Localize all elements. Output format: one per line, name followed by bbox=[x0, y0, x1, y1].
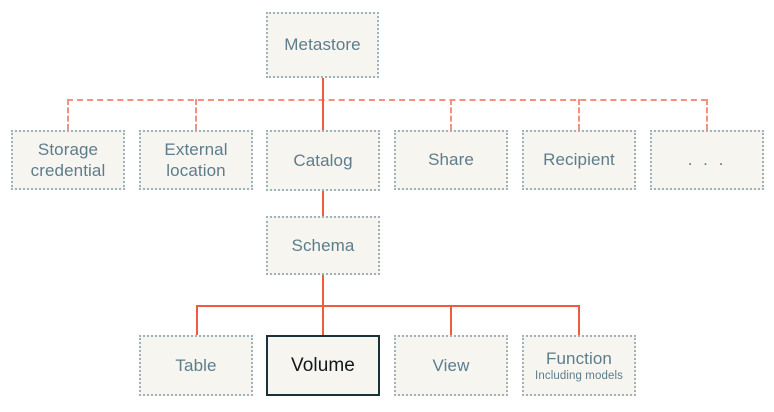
connector-drop-view bbox=[450, 305, 452, 335]
node-view-label: View bbox=[432, 355, 470, 375]
node-table[interactable]: Table bbox=[139, 335, 253, 396]
node-storage-credential-label: Storage credential bbox=[30, 139, 106, 180]
connector-schema-stem bbox=[322, 275, 324, 306]
node-volume-label: Volume bbox=[291, 354, 355, 376]
node-metastore-label: Metastore bbox=[284, 35, 361, 55]
connector-metastore-stem bbox=[322, 78, 324, 100]
node-function[interactable]: Function Including models bbox=[522, 335, 636, 396]
connector-drop-table bbox=[196, 305, 198, 335]
node-function-label: Function bbox=[545, 348, 612, 368]
node-table-label: Table bbox=[175, 355, 217, 375]
connector-drop-storage-credential bbox=[67, 99, 69, 130]
node-share-label: Share bbox=[428, 150, 474, 170]
node-recipient[interactable]: Recipient bbox=[522, 130, 636, 190]
node-recipient-label: Recipient bbox=[543, 150, 615, 170]
node-schema-label: Schema bbox=[291, 235, 355, 255]
node-catalog[interactable]: Catalog bbox=[266, 130, 380, 191]
node-external-location-label: External location bbox=[164, 139, 228, 180]
node-external-location[interactable]: External location bbox=[139, 130, 253, 190]
connector-drop-external-location bbox=[195, 99, 197, 130]
connector-drop-function bbox=[578, 305, 580, 335]
node-share[interactable]: Share bbox=[394, 130, 508, 190]
node-function-sublabel: Including models bbox=[535, 369, 623, 382]
node-metastore[interactable]: Metastore bbox=[266, 12, 379, 78]
connector-schema-bus bbox=[196, 305, 578, 307]
node-volume[interactable]: Volume bbox=[266, 335, 380, 396]
connector-drop-share bbox=[450, 99, 452, 130]
connector-drop-recipient bbox=[578, 99, 580, 130]
connector-drop-catalog bbox=[322, 99, 324, 130]
node-more[interactable]: . . . bbox=[650, 130, 764, 190]
node-storage-credential[interactable]: Storage credential bbox=[11, 130, 125, 190]
node-schema[interactable]: Schema bbox=[266, 216, 380, 275]
node-more-label: . . . bbox=[687, 150, 727, 170]
node-catalog-label: Catalog bbox=[293, 150, 353, 170]
connector-catalog-to-schema bbox=[322, 191, 324, 216]
node-view[interactable]: View bbox=[394, 335, 508, 396]
connector-metastore-bus bbox=[67, 99, 707, 101]
connector-drop-more bbox=[706, 99, 708, 130]
connector-drop-volume bbox=[322, 305, 324, 335]
